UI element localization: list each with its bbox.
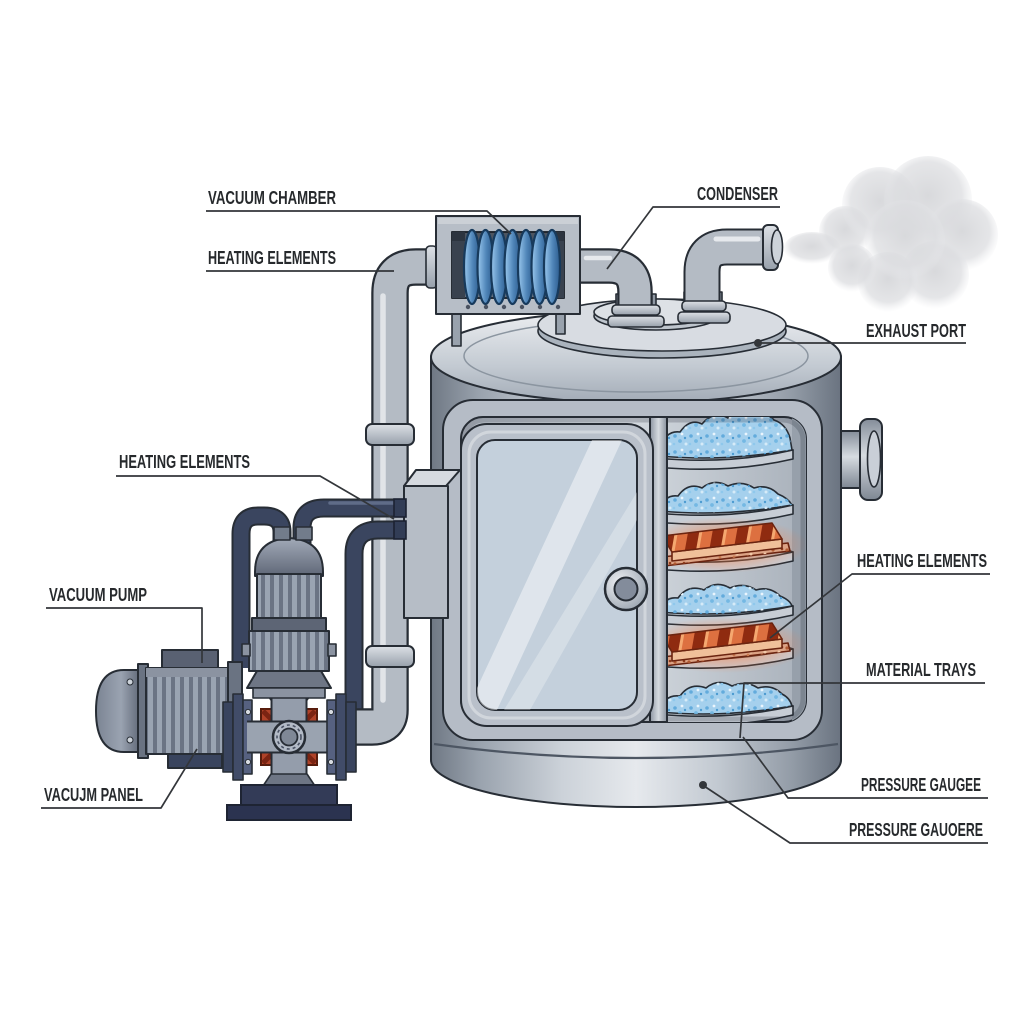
label-pressure-gauoere: PRESSURE GAUOERE	[849, 820, 983, 840]
callout-exhaust-port: EXHAUST PORT	[754, 321, 966, 347]
pump-base-plate	[226, 804, 352, 821]
glass-door	[460, 423, 654, 727]
callout-heating-elements-top: HEATING ELEMENTS	[206, 248, 394, 272]
side-port	[840, 418, 883, 501]
base-rim-line	[433, 742, 839, 760]
glass-reflections	[477, 440, 637, 710]
heater-plate	[661, 622, 783, 653]
motor-foot	[167, 753, 223, 769]
callout-pressure-gauoere: PRESSURE GAUOERE	[699, 781, 988, 844]
leader-dot	[699, 781, 707, 789]
callout-heating-elements-right: HEATING ELEMENTS	[769, 551, 990, 639]
label-heating-elements-right: HEATING ELEMENTS	[857, 551, 987, 571]
label-vacuum-chamber: VACUUM CHAMBER	[208, 188, 336, 208]
pump-pedestal	[240, 784, 338, 806]
condenser-assembly	[435, 215, 581, 347]
leader-dot	[754, 339, 762, 347]
pipe-flange-upper	[365, 423, 415, 446]
label-vacuum-pump: VACUUM PUMP	[49, 585, 147, 605]
callout-vacuum-chamber: VACUUM CHAMBER	[206, 188, 512, 235]
label-material-trays: MATERIAL TRAYS	[866, 660, 976, 680]
frame-bolts	[465, 304, 561, 310]
pump-impeller	[222, 687, 357, 821]
exhaust-pipe	[677, 224, 784, 324]
vacuum-pump-pipes	[231, 498, 407, 668]
pipe-port-collar	[273, 526, 291, 541]
chamber-port-box	[403, 469, 461, 619]
pipe-flange-lower	[365, 645, 415, 668]
pump-motor-horizontal	[95, 649, 243, 769]
stub-flange	[607, 315, 665, 328]
heater-plate	[661, 522, 783, 553]
label-heating-elements-top: HEATING ELEMENTS	[208, 248, 336, 268]
label-pressure-gaugee: PRESSURE GAUGEE	[861, 775, 981, 795]
callout-condenser: CONDENSER	[606, 184, 780, 270]
label-exhaust-port: EXHAUST PORT	[866, 321, 966, 341]
callout-vacuum-pump: VACUUM PUMP	[46, 585, 203, 663]
pump-motor-vertical	[241, 526, 337, 699]
port-nub	[393, 498, 407, 518]
pipe-port-collar	[295, 526, 313, 541]
label-condenser: CONDENSER	[697, 184, 778, 204]
condenser-coil	[462, 228, 562, 306]
motor-end-cap	[95, 669, 147, 753]
callout-material-trays: MATERIAL TRAYS	[739, 660, 985, 739]
callout-vacujm-panel: VACUJM PANEL	[41, 748, 198, 809]
callouts: VACUUM CHAMBER HEATING ELEMENTS CONDENSE…	[41, 184, 990, 844]
port-nub	[393, 520, 407, 540]
steam-cloud	[784, 156, 998, 312]
label-vacujm-panel: VACUJM PANEL	[44, 785, 143, 805]
vacuum-pump-assembly	[95, 526, 357, 821]
label-heating-elements-mid: HEATING ELEMENTS	[119, 452, 250, 472]
callout-heating-elements-mid: HEATING ELEMENTS	[116, 452, 395, 520]
callout-pressure-gaugee: PRESSURE GAUGEE	[742, 736, 988, 799]
